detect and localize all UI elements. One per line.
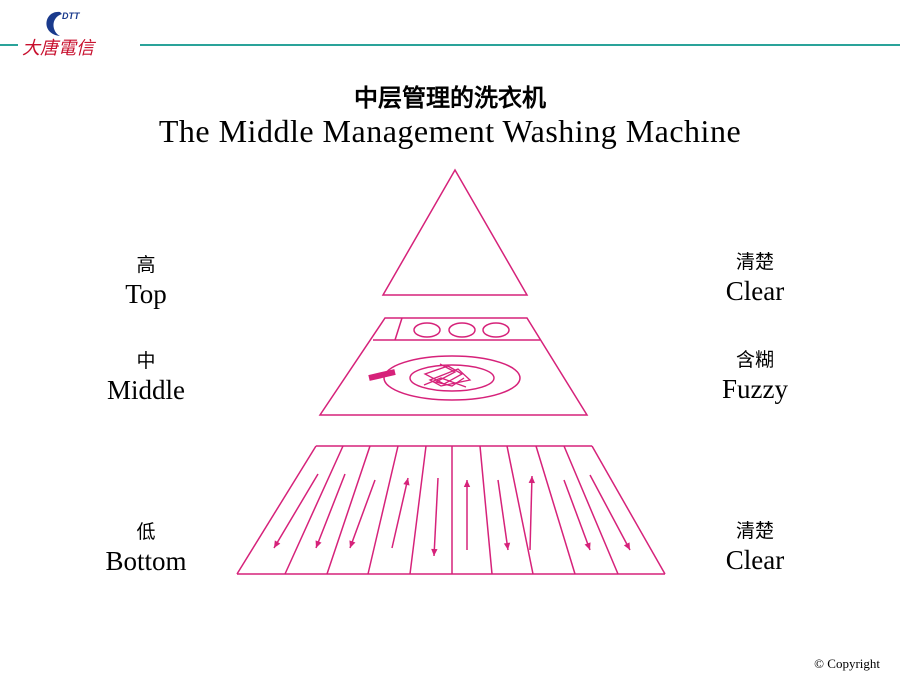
bottom-right-edge [591,445,666,575]
label-middle-right: 含糊 Fuzzy [675,347,835,405]
bottom-divider-line [284,445,344,575]
company-logo: DTT 大唐電信 [22,11,97,59]
label-bottom-left: 低 Bottom [66,519,226,577]
logo-wordmark: 大唐電信 [22,38,97,59]
bottom-flow-arrows [273,473,631,557]
label-top-cn: 高 [136,254,156,276]
copyright-notice: © Copyright [814,656,880,671]
washer-knob-1-icon [413,322,441,338]
pyramid-bottom-trapezoid [236,445,666,575]
bottom-divider-line [479,445,493,575]
tangled-laundry-icon [423,363,472,388]
flow-arrow-icon [528,475,536,551]
logo-swoosh-icon [46,11,62,36]
pyramid-middle-washer [318,317,589,416]
label-middle-clarity-en: Fuzzy [722,374,788,404]
flow-arrow-icon [391,477,410,549]
label-bottom-cn: 低 [136,521,156,543]
flow-arrow-icon [497,479,511,551]
header-divider [140,44,900,46]
label-bottom-right: 清楚 Clear [675,518,835,576]
label-bottom-clarity-en: Clear [725,545,785,575]
flow-arrow-icon [273,473,319,549]
label-top-en: Top [125,279,167,309]
label-bottom-clarity-cn: 清楚 [735,520,774,542]
flow-arrow-icon [315,473,346,549]
header-divider-left [0,44,18,46]
page-title-chinese: 中层管理的洗衣机 [354,84,546,112]
bottom-divider-line [409,445,427,575]
logo-mark-text: DTT [62,11,81,21]
label-middle-left: 中 Middle [66,348,226,406]
page-title-english: The Middle Management Washing Machine [158,113,742,149]
label-top-clarity-en: Clear [725,276,785,306]
washer-panel-divider [394,317,403,341]
label-top-clarity-cn: 清楚 [735,251,774,273]
washer-knob-3-icon [482,322,510,338]
label-bottom-en: Bottom [105,546,187,576]
bottom-divider-lines [284,445,619,575]
washer-body [318,317,589,416]
washer-knob-2-icon [448,322,476,338]
bottom-divider-line [506,445,534,575]
label-top-right: 清楚 Clear [675,249,835,307]
flow-arrow-icon [431,477,439,557]
label-middle-cn: 中 [136,350,156,372]
label-top-left: 高 Top [66,252,226,310]
bottom-left-edge [236,445,317,575]
washer-drum-outer [383,355,521,401]
label-middle-en: Middle [107,375,185,405]
flow-arrow-icon [589,474,631,551]
flow-arrow-icon [463,480,471,550]
washer-handle [368,369,396,381]
flow-arrow-icon [563,479,591,551]
bottom-divider-line [367,445,399,575]
pyramid-top-triangle [381,168,529,296]
label-middle-clarity-cn: 含糊 [735,349,774,371]
bottom-divider-line [326,445,371,575]
bottom-divider-line [563,445,619,575]
washer-drum-inner [409,364,495,392]
flow-arrow-icon [349,479,376,549]
bottom-divider-line [535,445,576,575]
